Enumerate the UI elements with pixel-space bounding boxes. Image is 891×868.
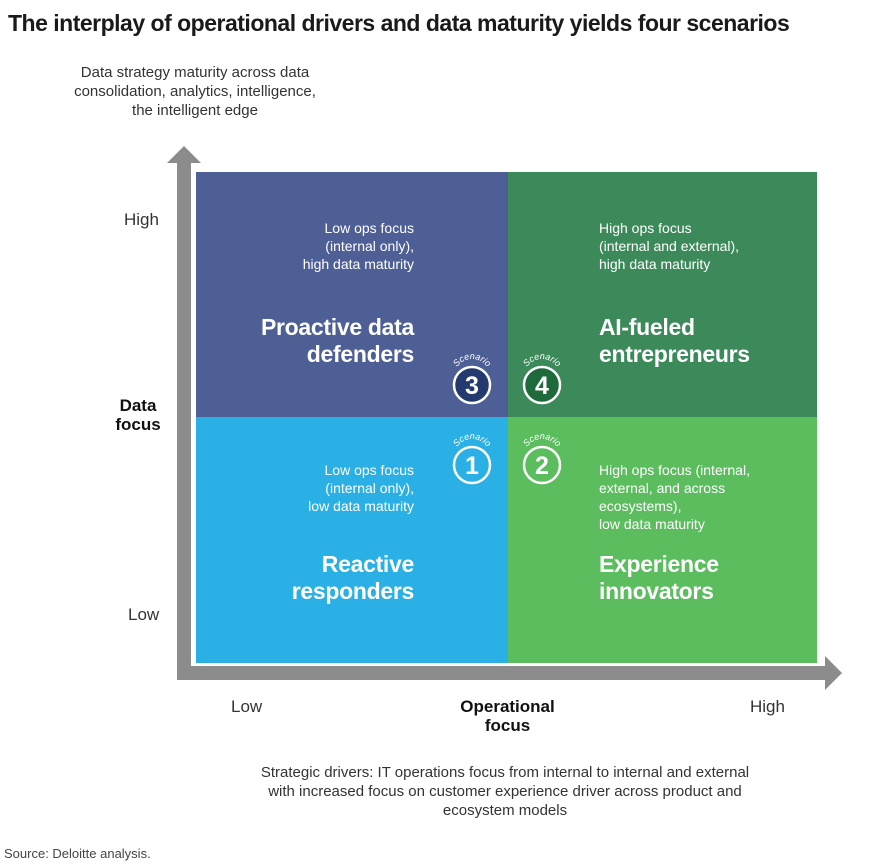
description-line: (internal and external), — [599, 238, 740, 254]
name-line: AI-fueled — [599, 314, 695, 340]
y-axis-arrow — [167, 146, 201, 163]
x-axis-description-line: Strategic drivers: IT operations focus f… — [260, 764, 750, 781]
y-axis-description: Data strategy maturity across data conso… — [30, 63, 360, 120]
scenario-badge-2: Scenario 2 — [521, 431, 563, 485]
scenario-number: 3 — [465, 372, 479, 400]
scenario-number: 1 — [465, 452, 479, 480]
scenario-badge-4: Scenario 4 — [521, 351, 563, 405]
description-line: ecosystems), — [599, 498, 682, 514]
x-axis-label-line: focus — [484, 716, 531, 735]
name-line: Experience — [599, 551, 719, 577]
quadrant-name: AI-fueled entrepreneurs — [599, 314, 750, 368]
quadrant-description: High ops focus (internal and external), … — [599, 219, 739, 273]
scenario-badge-3: Scenario 3 — [451, 351, 493, 405]
y-axis-label-line: Data — [119, 396, 157, 415]
scenario-number: 2 — [535, 452, 549, 480]
description-line: low data maturity — [599, 516, 705, 532]
description-line: High ops focus — [599, 220, 692, 236]
y-axis-label: Data focus — [100, 396, 176, 434]
x-axis-arrow — [825, 656, 842, 690]
x-axis-label: Operational focus — [420, 697, 595, 735]
quadrant-description: High ops focus (internal, external, and … — [599, 461, 750, 533]
scenario-circle — [452, 365, 492, 405]
scenario-word: Scenario — [521, 431, 563, 448]
name-line: innovators — [599, 578, 714, 604]
x-axis-label-line: Operational — [460, 697, 555, 716]
quadrant-description: Low ops focus (internal only), low data … — [308, 461, 414, 515]
name-line: responders — [291, 578, 415, 604]
source-note: Source: Deloitte analysis. — [4, 846, 151, 861]
x-axis-line — [177, 666, 827, 680]
y-axis-label-line: focus — [115, 415, 161, 434]
x-axis-description-line: ecosystem models — [442, 802, 568, 819]
x-axis-description-line: with increased focus on customer experie… — [268, 783, 742, 800]
y-axis-high-label: High — [124, 210, 159, 229]
quadrant-name: Experience innovators — [599, 551, 719, 605]
scenario-word: Scenario — [451, 431, 493, 448]
page-title: The interplay of operational drivers and… — [8, 10, 790, 36]
scenario-circle — [522, 445, 562, 485]
x-axis-description: Strategic drivers: IT operations focus f… — [190, 763, 820, 820]
y-axis-low-label: Low — [128, 605, 160, 624]
description-line: external, and across — [599, 480, 726, 496]
description-line: (internal only), — [325, 480, 414, 496]
quadrant-name: Reactive responders — [291, 551, 415, 605]
y-axis-line — [177, 160, 191, 670]
name-line: Proactive data — [260, 314, 414, 340]
scenario-badge-1: Scenario 1 — [451, 431, 493, 485]
scenario-word: Scenario — [451, 351, 493, 368]
name-line: Reactive — [321, 551, 415, 577]
y-axis-description-line: Data strategy maturity across data — [80, 64, 310, 81]
x-axis-low-label: Low — [231, 697, 263, 716]
description-line: (internal only), — [325, 238, 414, 254]
quadrant-ai-fueled-entrepreneurs: High ops focus (internal and external), … — [508, 172, 817, 417]
scenario-circle — [522, 365, 562, 405]
quadrant-name: Proactive data defenders — [261, 314, 414, 368]
scenario-word: Scenario — [521, 351, 563, 368]
scenario-number: 4 — [535, 372, 549, 400]
description-line: high data maturity — [302, 256, 414, 272]
description-line: Low ops focus — [324, 220, 415, 236]
x-axis-high-label: High — [750, 697, 785, 716]
description-line: low data maturity — [308, 498, 414, 514]
y-axis-description-line: the intelligent edge — [132, 102, 258, 119]
y-axis-description-line: consolidation, analytics, intelligence, — [74, 83, 316, 100]
name-line: entrepreneurs — [599, 341, 750, 367]
description-line: high data maturity — [599, 256, 711, 272]
description-line: Low ops focus — [324, 462, 415, 478]
scenario-circle — [452, 445, 492, 485]
description-line: High ops focus (internal, — [599, 462, 750, 478]
quadrant-description: Low ops focus (internal only), high data… — [303, 219, 414, 273]
name-line: defenders — [306, 341, 415, 367]
